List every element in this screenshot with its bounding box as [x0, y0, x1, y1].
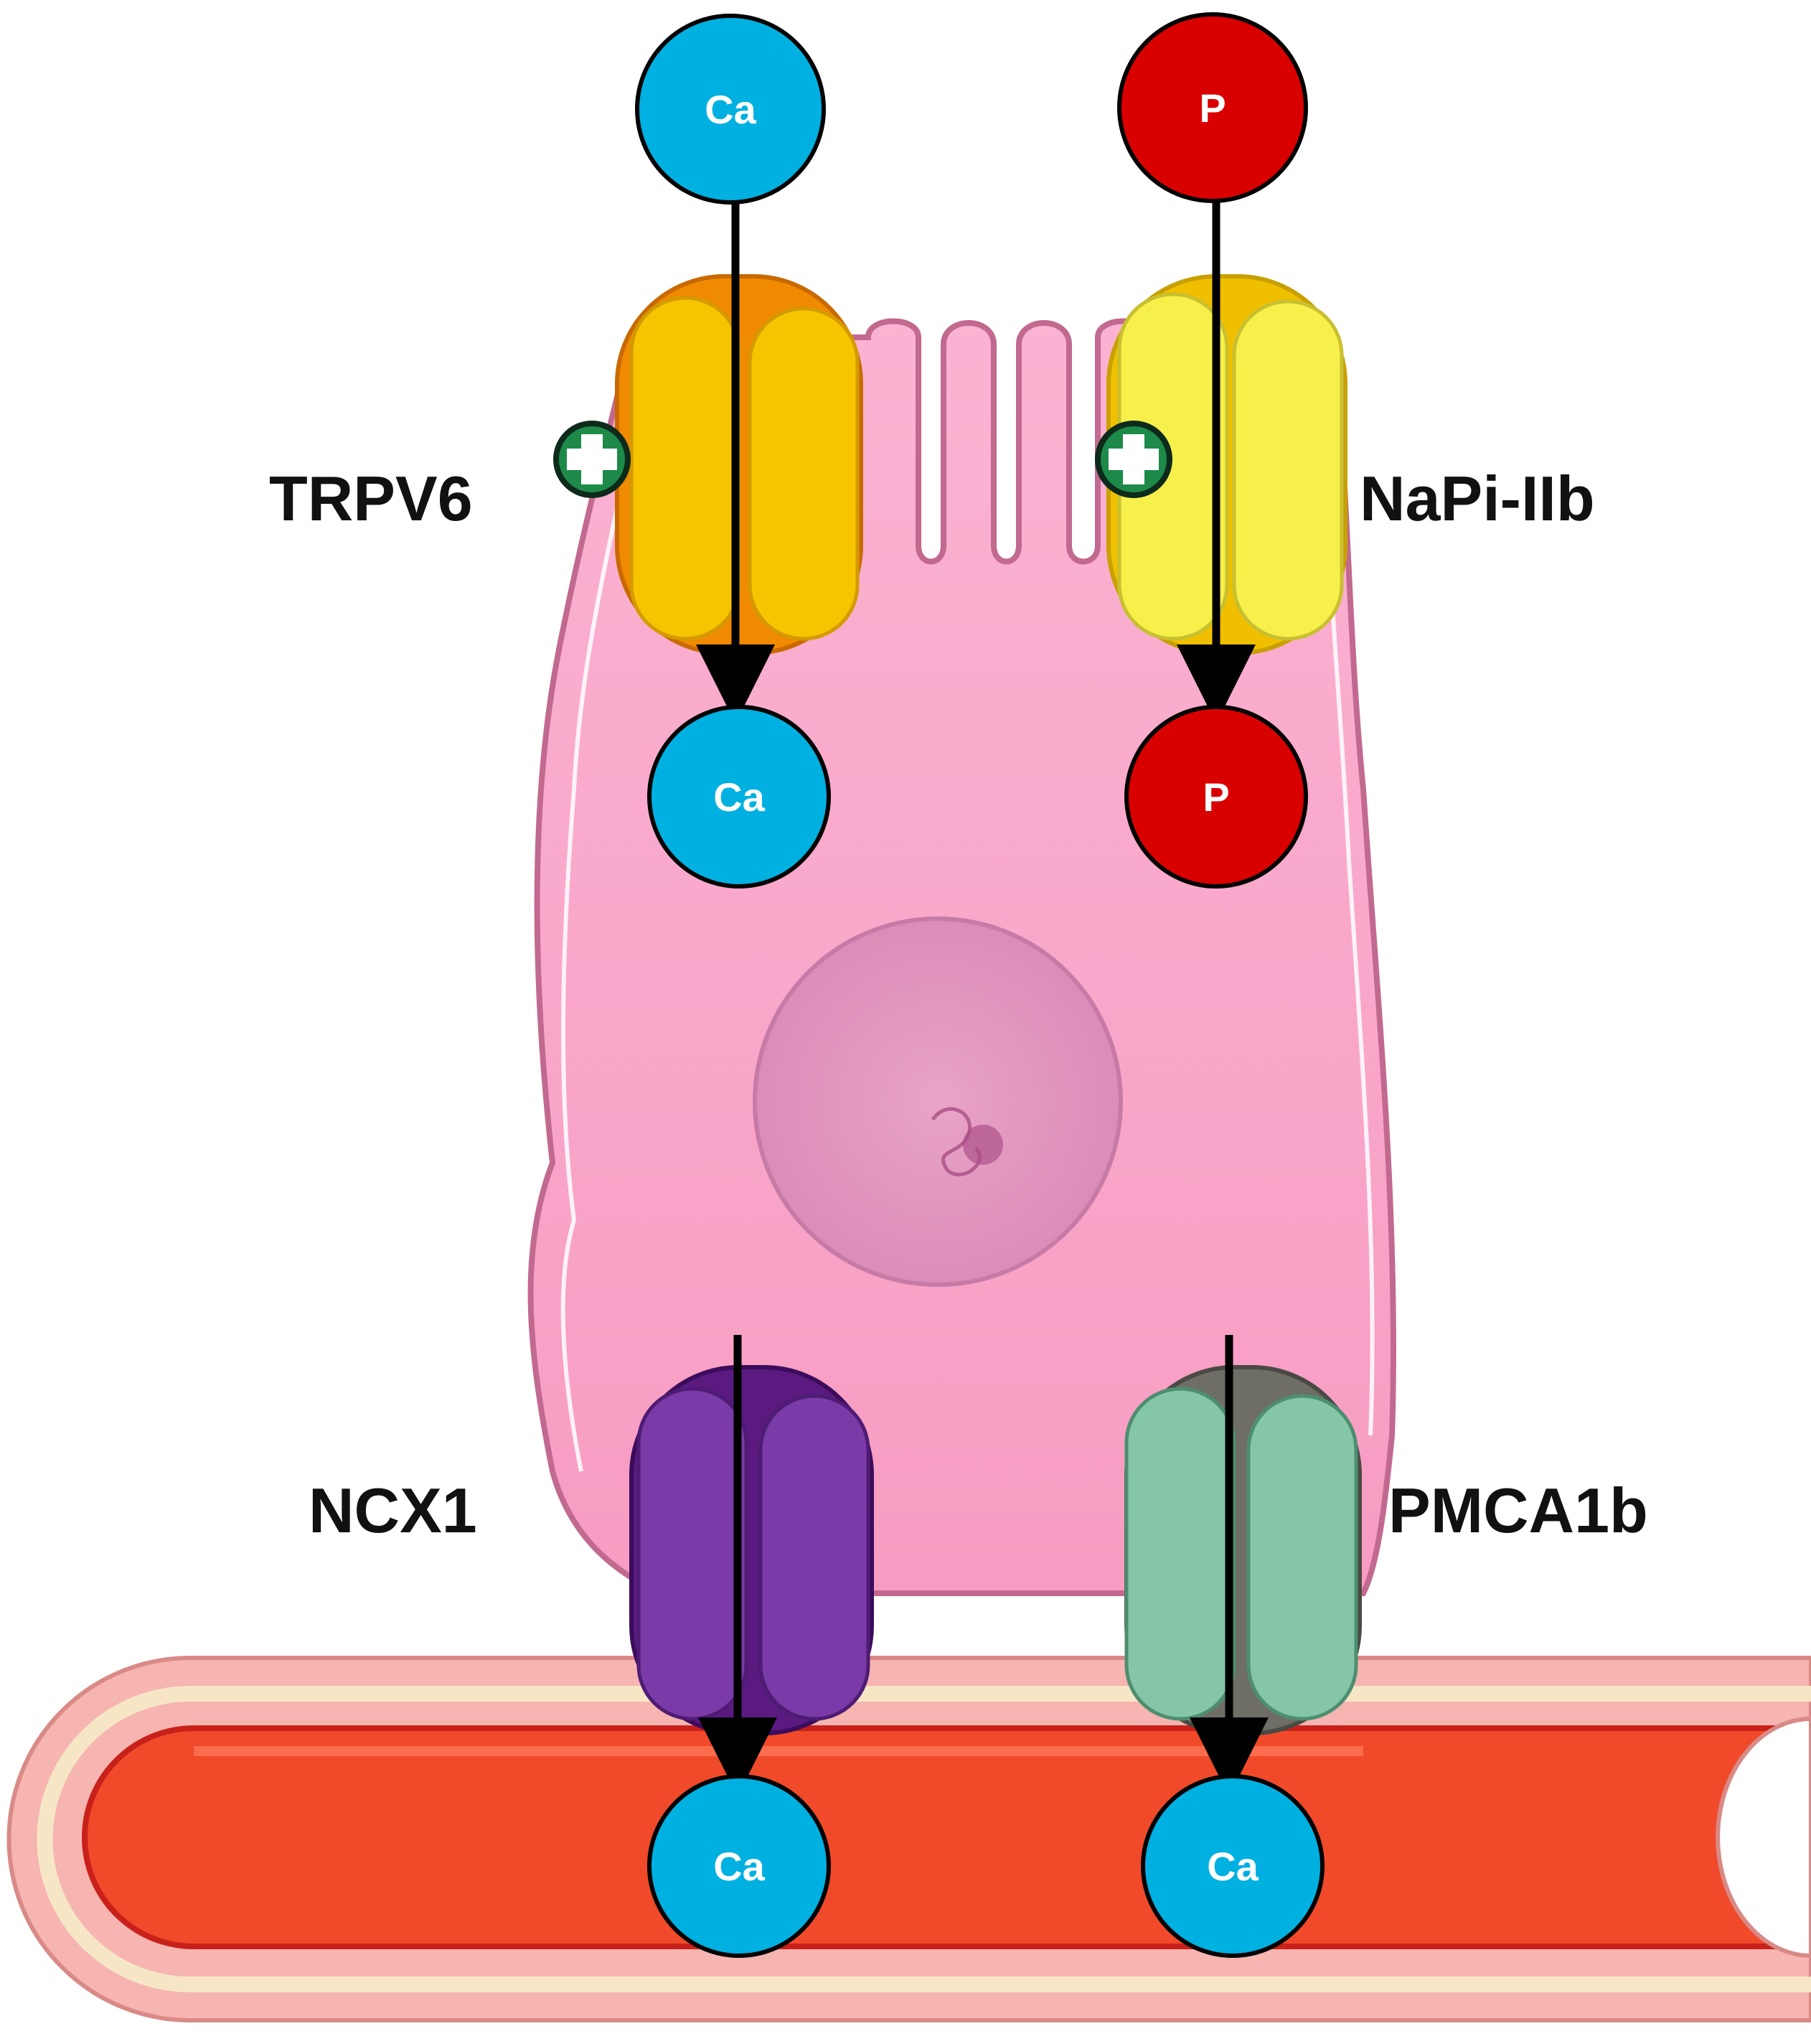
calcium-ion-blood-2: Ca [1141, 1774, 1325, 1958]
svg-text:Ca: Ca [705, 87, 756, 132]
blood-vessel [6, 1656, 1811, 2022]
svg-text:P: P [1203, 774, 1229, 820]
phosphate-ion-cell: P [1124, 705, 1308, 889]
plus-circle-icon [553, 421, 631, 498]
chromatin [931, 1107, 982, 1176]
plus-circle-icon [1095, 421, 1172, 498]
phosphate-ion-lumen: P [1117, 12, 1308, 203]
nucleus [753, 916, 1123, 1287]
napi-iib-transporter [1106, 274, 1347, 655]
label-trpv6: TRPV6 [269, 463, 473, 534]
svg-text:P: P [1199, 85, 1226, 131]
label-napi-iib: NaPi-IIb [1360, 463, 1595, 534]
nucleolus [963, 1125, 1003, 1165]
pmca1b-pump [1124, 1365, 1362, 1735]
calcium-ion-lumen: Ca [635, 14, 826, 205]
ncx1-exchanger [629, 1365, 874, 1735]
cell-membrane-highlight [560, 372, 648, 1472]
vessel-lumen [82, 1725, 1811, 1949]
svg-text:Ca: Ca [713, 774, 765, 820]
calcium-ion-blood-1: Ca [647, 1774, 831, 1958]
calcium-ion-cell: Ca [647, 705, 831, 889]
label-pmca1b: PMCA1b [1388, 1475, 1648, 1546]
label-ncx1: NCX1 [309, 1475, 477, 1546]
svg-text:Ca: Ca [1207, 1844, 1259, 1889]
vessel-wall-inner-band [37, 1686, 1811, 1992]
vessel-cut-end [1716, 1716, 1811, 1959]
svg-text:Ca: Ca [713, 1844, 765, 1889]
